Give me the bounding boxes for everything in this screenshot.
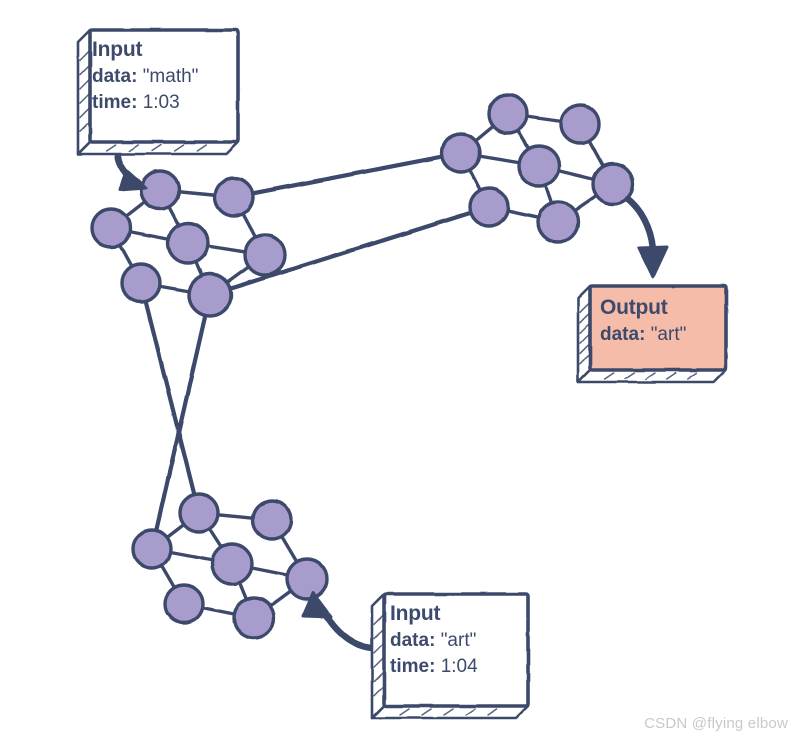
- box-hatch-line: [79, 64, 90, 76]
- arrow-input2-head-icon: [301, 591, 333, 619]
- box-hatch-line: [373, 657, 384, 668]
- box-hatch-line: [579, 353, 590, 365]
- graph-node[interactable]: [166, 221, 210, 265]
- inter-cluster-link: [231, 150, 464, 200]
- graph-node[interactable]: [232, 596, 276, 640]
- box-hatch-line: [579, 343, 590, 355]
- graph-node[interactable]: [285, 557, 329, 601]
- input-box[interactable]: [76, 28, 240, 156]
- box-hatch-line: [579, 333, 590, 344]
- graph-node[interactable]: [163, 583, 205, 625]
- box-face[interactable]: [382, 592, 530, 708]
- box-hatch-line: [79, 50, 90, 62]
- box-hatch-line: [173, 144, 185, 152]
- graph-node[interactable]: [90, 207, 132, 249]
- box-hatch-line: [79, 107, 90, 119]
- box-hatch-line: [603, 372, 615, 380]
- graph-node[interactable]: [243, 233, 287, 277]
- graph-node[interactable]: [559, 103, 601, 145]
- box-hatch-line: [399, 708, 410, 716]
- graph-node[interactable]: [251, 499, 293, 541]
- box-hatch-line: [421, 708, 432, 716]
- box-hatch-line: [373, 671, 384, 683]
- graph-node[interactable]: [536, 200, 580, 244]
- graph-node[interactable]: [120, 262, 162, 304]
- box-hatch-line: [579, 302, 590, 314]
- graph-node[interactable]: [591, 162, 635, 206]
- box-hatch-line: [151, 144, 162, 152]
- node-layer: [90, 93, 635, 640]
- box-hatch-line: [624, 372, 636, 380]
- graph-node[interactable]: [517, 144, 561, 188]
- graph-node[interactable]: [139, 169, 181, 211]
- graph-node[interactable]: [210, 542, 254, 586]
- box-hatch-line: [443, 708, 454, 716]
- box-hatch-line: [373, 685, 384, 697]
- output-box[interactable]: [576, 284, 728, 384]
- box-face[interactable]: [588, 284, 728, 372]
- inter-cluster-link: [149, 292, 213, 552]
- arrow-input1-head-icon: [118, 168, 148, 192]
- arrow-layer: [114, 137, 669, 652]
- box-hatch-line: [128, 144, 140, 152]
- box-hatch-line: [579, 312, 590, 324]
- box-hatch-line: [79, 121, 90, 133]
- box-hatch-line: [373, 628, 384, 640]
- box-hatch-line: [373, 643, 384, 654]
- edge-layer: [109, 112, 615, 620]
- inter-cluster-link: [207, 204, 492, 298]
- graph-node[interactable]: [487, 93, 529, 135]
- box-hatch-line: [686, 372, 698, 380]
- graph-node[interactable]: [178, 492, 220, 534]
- graph-node[interactable]: [468, 186, 510, 228]
- box-layer: [76, 28, 728, 720]
- inter-cluster-link: [138, 280, 202, 516]
- box-hatch-line: [373, 614, 384, 626]
- watermark: CSDN @flying elbow: [644, 715, 788, 732]
- box-hatch-line: [79, 93, 90, 104]
- box-hatch-line: [487, 708, 498, 716]
- graph-node[interactable]: [187, 272, 233, 318]
- box-hatch-line: [465, 708, 476, 716]
- graph-node[interactable]: [131, 528, 173, 570]
- box-hatch-line: [105, 144, 117, 152]
- graph-node[interactable]: [440, 132, 482, 174]
- arrow-graph-to-output-head-icon: [637, 245, 669, 279]
- input-box[interactable]: [370, 592, 530, 720]
- box-face[interactable]: [88, 28, 240, 144]
- box-hatch-line: [665, 372, 677, 380]
- box-hatch-line: [196, 144, 208, 152]
- box-hatch-line: [579, 323, 590, 334]
- box-hatch-line: [79, 79, 90, 90]
- box-hatch-line: [645, 372, 656, 380]
- graph-node[interactable]: [213, 176, 255, 218]
